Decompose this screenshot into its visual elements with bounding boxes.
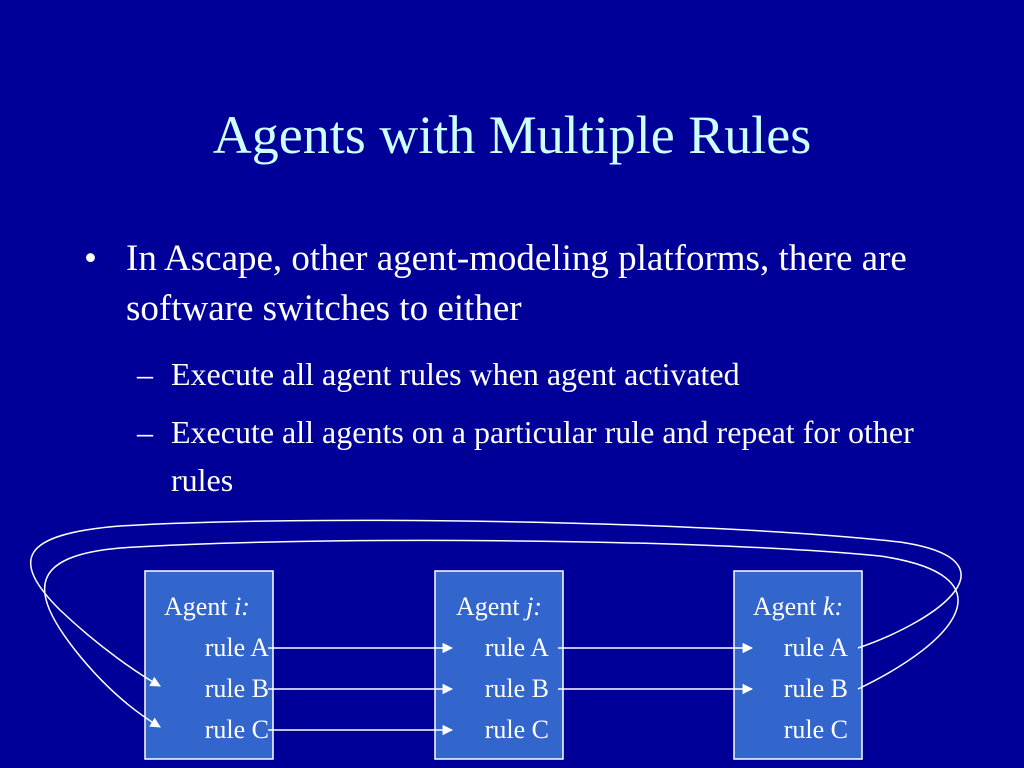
bullet-1-text: In Ascape, other agent-modeling platform… [126,238,907,329]
agent-k: Agent k: rule A rule B rule C [734,586,848,750]
dash-glyph: – [137,356,153,392]
sub-bullet-1-text: Execute all agent rules when agent activ… [171,356,740,392]
agent-j-rule-b: rule B [484,674,549,703]
agent-k-rule-b: rule B [783,674,848,703]
agent-j-rule-a: rule A [484,633,549,662]
sub-bullet-2: – Execute all agents on a particular rul… [137,408,931,504]
agent-box-i [144,570,274,760]
loop-rule-b-to-rule-c [43,539,959,728]
agent-k-rule-c: rule C [783,715,848,744]
agent-k-rule-a: rule A [783,633,848,662]
agent-j: Agent j: rule A rule B rule C [435,586,549,750]
loop-rule-a-to-rule-b [29,519,962,687]
agent-i: Agent i: rule A rule B rule C [145,586,269,750]
agent-box-k [733,570,863,760]
agent-label: Agent [164,592,228,621]
agent-i-id: i: [234,592,250,621]
agent-label: Agent [752,592,817,621]
agent-j-id: j: [526,592,542,621]
bullet-1: • In Ascape, other agent-modeling platfo… [84,234,946,334]
agent-i-rule-c: rule C [204,715,269,744]
agent-k-header: Agent k: [734,586,862,627]
sub-bullet-1: – Execute all agent rules when agent act… [137,350,931,398]
agent-label: Agent [456,592,520,621]
agent-i-header: Agent i: [145,586,269,627]
dash-glyph: – [137,414,153,450]
agent-i-rule-b: rule B [204,674,269,703]
bullet-glyph: • [84,238,97,279]
agent-j-rule-c: rule C [484,715,549,744]
agent-box-j [434,570,564,760]
agent-j-header: Agent j: [435,586,563,627]
agent-k-id: k: [822,592,844,621]
sub-bullet-2-text: Execute all agents on a particular rule … [171,414,914,498]
agent-i-rule-a: rule A [204,633,269,662]
slide-title: Agents with Multiple Rules [212,105,812,165]
